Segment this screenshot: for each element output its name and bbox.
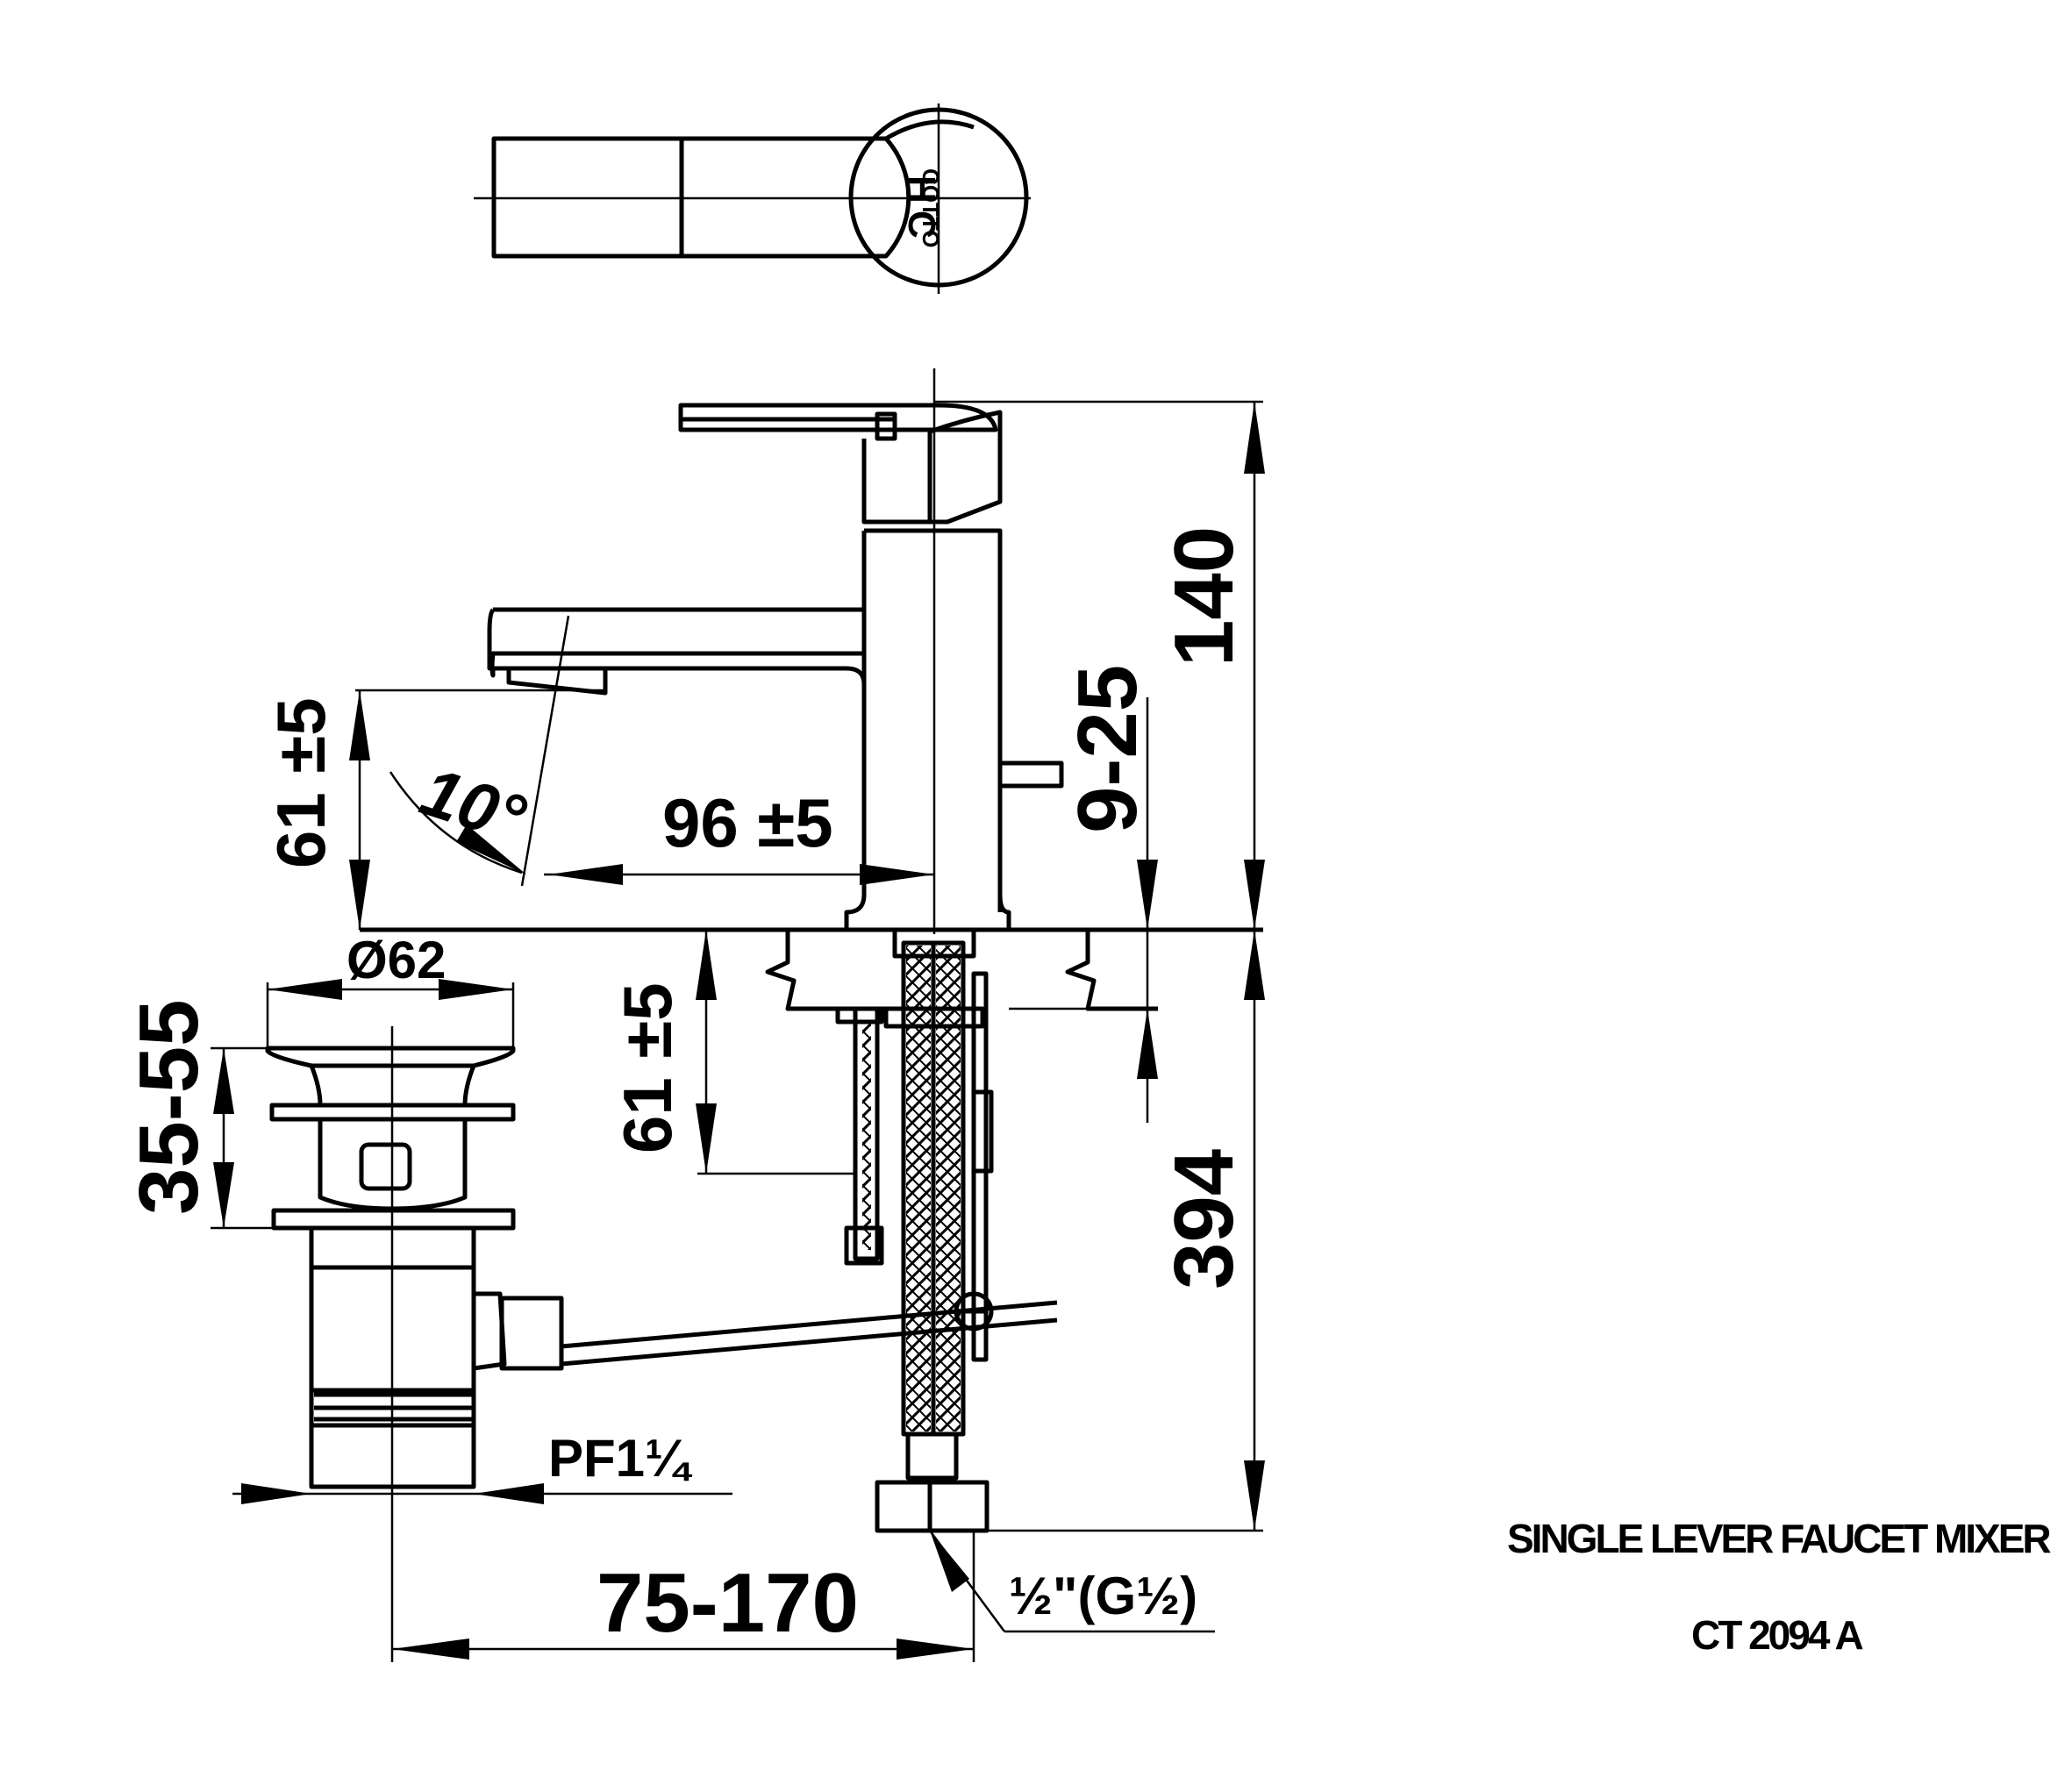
hose-left-braid: [906, 946, 931, 1431]
waste-flange: [265, 1046, 516, 1068]
waste-tailpiece-lower: [309, 1423, 476, 1489]
dim-waste-height-label: 35-55: [122, 999, 216, 1215]
dim-deck-arrow-top: [1137, 860, 1158, 930]
dim-angle-ray: [520, 615, 570, 887]
lever-top-edge: [494, 119, 975, 141]
faucet-body-right-edge: [864, 528, 1003, 912]
spout-underside: [605, 666, 867, 895]
dim-pipe-arrow-bottom: [696, 1103, 717, 1174]
popup-pipe-clip: [971, 1089, 994, 1174]
dim-rod-arrow-right: [897, 1639, 974, 1660]
faucet-side-view: [487, 368, 1064, 934]
dim-waste-height-arrow-top: [213, 1048, 234, 1114]
title-block: SINGLE LEVER FAUCET MIXER CT 2094 A: [1507, 1516, 2054, 1658]
dim-reach-arrow-left: [548, 864, 623, 885]
waste-rod-nut: [499, 1296, 564, 1371]
waste-washer-bottom: [271, 1208, 516, 1231]
under-deck-assembly: [561, 927, 1058, 1533]
mounting-rod-thread: [862, 1022, 871, 1250]
dim-deck-label: 9-25: [1061, 665, 1154, 833]
deck: [360, 927, 1263, 1011]
dim-reach-label: 96 ±5: [662, 784, 833, 861]
dim-deck-arrow-bottom: [1137, 1009, 1158, 1079]
product-name: SINGLE LEVER FAUCET MIXER: [1507, 1516, 2051, 1561]
lever-housing: [861, 410, 1003, 525]
dim-pipe-arrow-top: [696, 930, 717, 1000]
handle-base-circle: [848, 107, 1029, 288]
dim-diameter-arrow-left: [268, 979, 342, 1000]
lever-mark-cold: C: [900, 211, 943, 239]
lever-brand-mark: COTTO: [918, 168, 944, 248]
dim-reach-arrow-right: [860, 864, 934, 885]
dim-supply-label: ½"(G½): [1009, 1567, 1197, 1625]
dim-140-arrow-bottom: [1244, 860, 1265, 930]
top-view: H C COTTO: [474, 104, 1031, 294]
popup-rod-knob: [997, 760, 1064, 789]
dim-thread-arrow-right: [474, 1483, 544, 1504]
waste-washer-top: [269, 1103, 516, 1122]
dim-diameter-label: Ø62: [347, 931, 446, 989]
spout-top-line: [489, 651, 864, 678]
mounting-rod-end: [844, 1225, 884, 1266]
deck-break-left: [765, 932, 895, 1011]
dim-angle-arc: [389, 771, 523, 875]
dim-thread-arrow-left: [241, 1483, 311, 1504]
lever-handle-tip: [875, 411, 897, 441]
dim-140-arrow-top: [1244, 402, 1265, 474]
hose-top-fitting: [892, 927, 976, 959]
dim-angle-label: 10°: [412, 752, 535, 857]
drain-rod-pivot: [954, 1291, 994, 1332]
dim-pipe-label: 61 ±5: [609, 982, 686, 1153]
dim-140-label: 140: [1157, 526, 1251, 667]
dim-waste-height-arrow-bottom: [213, 1162, 234, 1228]
dim-thread-label: PF1¼: [548, 1429, 693, 1488]
dim-supply-arrow: [930, 1531, 969, 1592]
hose-crimp: [905, 1431, 959, 1481]
hose-right-braid: [936, 946, 961, 1431]
dim-clearance-label: 61 ±5: [262, 697, 339, 868]
dim-394-arrow-top: [1244, 930, 1265, 1000]
dim-diameter-arrow-right: [439, 979, 513, 1000]
dim-394-label: 394: [1157, 1149, 1251, 1289]
dim-394-arrow-bottom: [1244, 1460, 1265, 1531]
lever-mark-hot: H: [900, 175, 943, 203]
waste-thread-lines: [314, 1392, 472, 1422]
hose-clamp: [883, 1006, 985, 1029]
dim-clearance-arrow-bottom: [349, 860, 370, 930]
lever-body: [679, 136, 911, 259]
dim-rod-arrow-left: [392, 1639, 469, 1660]
dim-rod-label: 75-170: [597, 1556, 859, 1650]
spout-front: [487, 608, 605, 671]
dim-angle-arrow: [456, 825, 526, 875]
waste-overflow-slot: [359, 1142, 412, 1191]
dim-clearance-arrow-top: [349, 690, 370, 760]
dimension-lines: 140 9-25 394 61 ±5 10° 96 ±5 6: [122, 400, 1265, 1662]
mounting-nut-top: [835, 1006, 884, 1025]
popup-waste: [265, 1026, 564, 1662]
faucet-base: [844, 894, 1011, 932]
model-code: CT 2094 A: [1691, 1612, 1863, 1658]
deck-break-right: [1065, 932, 1158, 1011]
